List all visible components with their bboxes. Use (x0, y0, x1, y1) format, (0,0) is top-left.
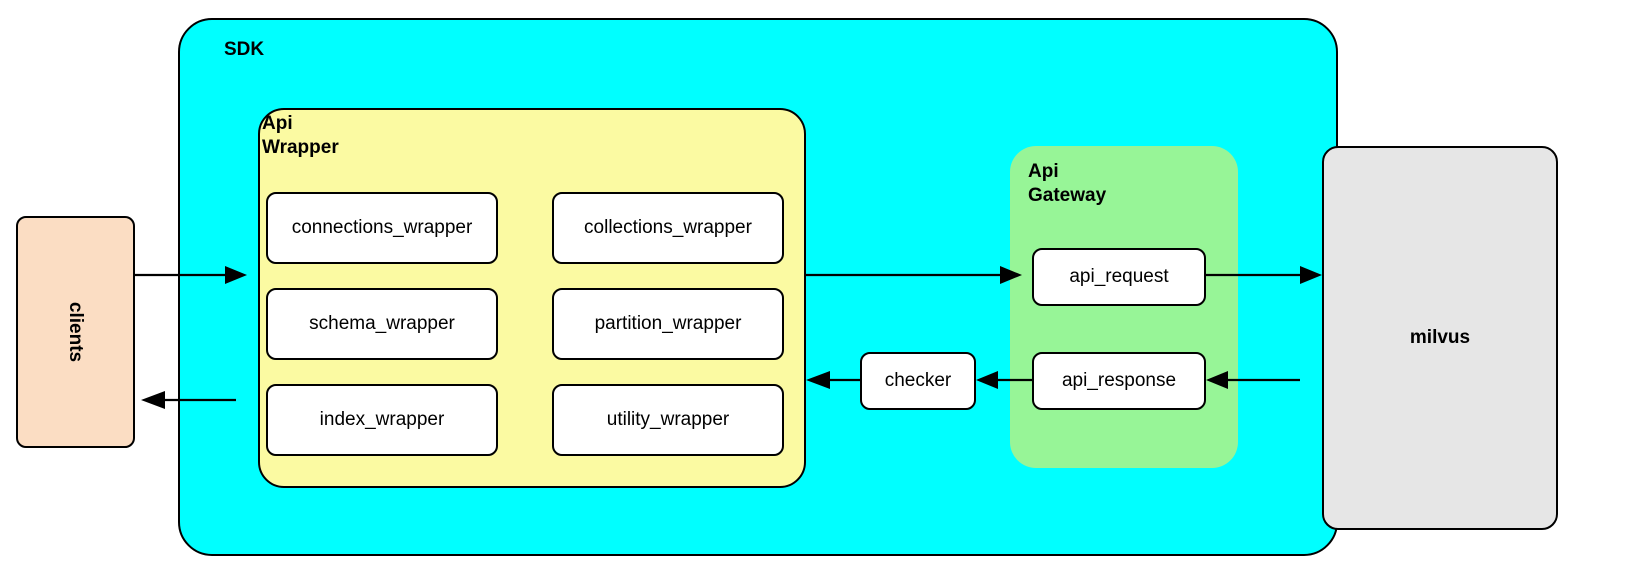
node-schema-wrapper-label: schema_wrapper (309, 313, 455, 334)
node-checker[interactable]: checker (860, 352, 976, 410)
node-partition-wrapper[interactable]: partition_wrapper (552, 288, 784, 360)
node-connections-wrapper-label: connections_wrapper (291, 217, 473, 238)
node-milvus-label: milvus (1409, 327, 1471, 348)
group-api-gateway-label: Api Gateway (1028, 161, 1107, 207)
group-api-wrapper-label: Api Wrapper (262, 113, 339, 159)
node-api-response[interactable]: api_response (1032, 352, 1206, 410)
group-api-gateway (1010, 146, 1238, 468)
node-connections-wrapper[interactable]: connections_wrapper (266, 192, 498, 264)
node-collections-wrapper[interactable]: collections_wrapper (552, 192, 784, 264)
node-index-wrapper[interactable]: index_wrapper (266, 384, 498, 456)
node-utility-wrapper-label: utility_wrapper (606, 409, 730, 430)
node-schema-wrapper[interactable]: schema_wrapper (266, 288, 498, 360)
node-api-response-label: api_response (1061, 370, 1177, 391)
node-api-request-label: api_request (1069, 266, 1169, 287)
node-milvus[interactable]: milvus (1322, 146, 1558, 530)
node-clients[interactable]: clients (16, 216, 135, 448)
node-index-wrapper-label: index_wrapper (319, 409, 445, 430)
node-partition-wrapper-label: partition_wrapper (594, 313, 742, 334)
node-api-request[interactable]: api_request (1032, 248, 1206, 306)
node-checker-label: checker (884, 370, 952, 391)
node-collections-wrapper-label: collections_wrapper (584, 217, 752, 238)
group-sdk-label: SDK (224, 39, 265, 60)
node-clients-label: clients (65, 301, 87, 363)
node-utility-wrapper[interactable]: utility_wrapper (552, 384, 784, 456)
